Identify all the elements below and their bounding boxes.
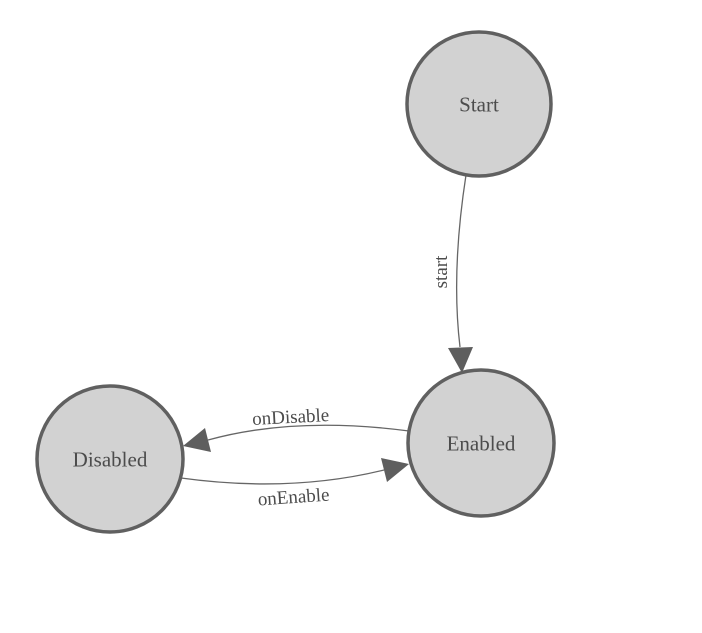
edge-label-onenable: onEnable: [257, 485, 330, 511]
edge-label-ondisable: onDisable: [252, 405, 330, 430]
arrowhead-icon-start-to-enabled: [448, 347, 473, 373]
edge-start-to-enabled: start: [431, 174, 473, 373]
node-circle-enabled: [406, 368, 556, 518]
node-disabled: Disabled: [35, 384, 185, 534]
edge-line-disabled-to-enabled: [180, 469, 385, 485]
arrowhead-icon-disabled-to-enabled: [381, 458, 409, 482]
arrowhead-icon-enabled-to-disabled: [183, 428, 211, 452]
edge-line-enabled-to-disabled: [207, 424, 410, 441]
edge-label-start: start: [431, 255, 452, 288]
node-label-disabled: Disabled: [73, 447, 148, 471]
node-circle-start: [405, 30, 553, 178]
node-start: Start: [405, 30, 553, 178]
node-circle-disabled: [35, 384, 185, 534]
edge-disabled-to-enabled: onEnable: [180, 458, 409, 511]
node-enabled: Enabled: [406, 368, 556, 518]
node-label-enabled: Enabled: [447, 431, 516, 455]
node-label-start: Start: [459, 92, 499, 116]
edge-enabled-to-disabled: onDisable: [183, 405, 410, 452]
edge-line-start-to-enabled: [455, 174, 467, 348]
